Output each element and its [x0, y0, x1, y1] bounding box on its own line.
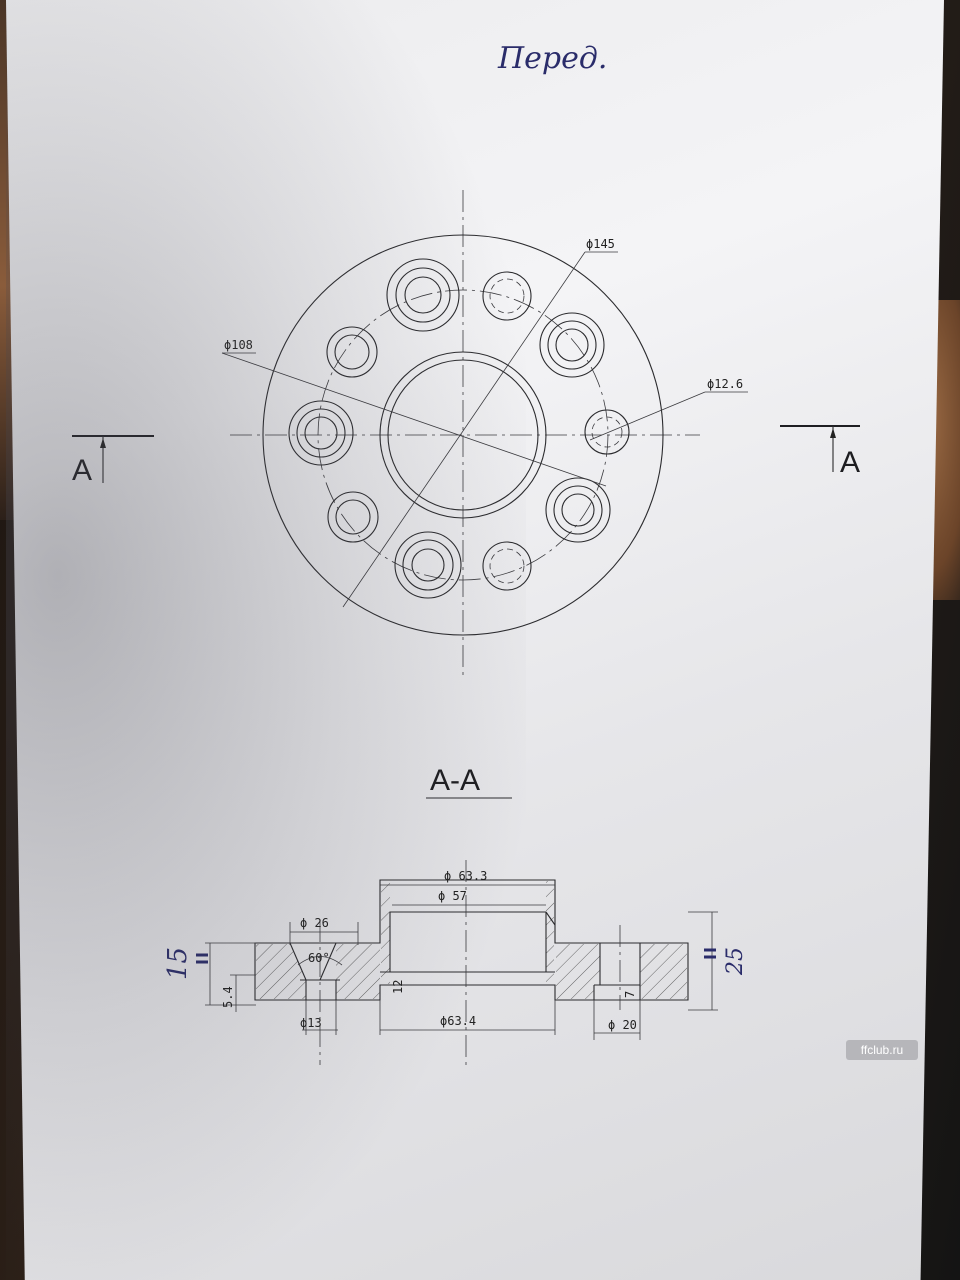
counterbored-hole-2	[539, 312, 605, 378]
leader-bolt-circle	[221, 352, 607, 487]
counterbored-hole-1	[386, 258, 460, 332]
dim-counterbore: ϕ 26	[300, 916, 329, 930]
dim-top-inner: ϕ 57	[438, 889, 467, 903]
leader-hole	[589, 391, 706, 441]
dim-depth-left: 5.4	[221, 986, 235, 1008]
section-marker-right: A	[780, 425, 860, 479]
angle-arc	[297, 956, 343, 966]
handwritten-dim-right: 25	[723, 947, 748, 976]
plain-hole-1	[482, 271, 532, 321]
section-view: ϕ 63.3 ϕ 57 ϕ 26 60° 5.4 ϕ13 12 ϕ63.4 ϕ …	[163, 860, 748, 1070]
outer-circle	[262, 234, 664, 636]
plain-hole-2	[326, 326, 378, 378]
plain-hole-4	[327, 491, 379, 543]
section-letter-right: A	[840, 446, 860, 479]
dim-through-hole: ϕ13	[300, 1016, 322, 1030]
leader-outer	[342, 251, 586, 608]
dim-pocket: ϕ 20	[608, 1018, 637, 1032]
dim-pocket-depth: 7	[623, 991, 637, 998]
center-bore-outer	[379, 351, 547, 519]
center-bore-inner	[387, 359, 539, 511]
paper-sheet	[6, 0, 944, 1280]
counterbored-hole-5	[394, 531, 462, 599]
plain-hole-3	[584, 409, 630, 455]
handwritten-dim-left: 15	[163, 947, 193, 980]
bolt-circle	[317, 289, 609, 581]
handwritten-title: Перед.	[497, 41, 607, 76]
counterbored-hole-4	[545, 477, 611, 543]
dim-hub-height: 12	[391, 980, 405, 994]
plain-hole-5	[482, 541, 532, 591]
dim-hole-diameter: ϕ12.6	[707, 377, 743, 391]
dim-bolt-circle: ϕ108	[224, 338, 253, 352]
dim-angle: 60°	[308, 951, 330, 965]
section-letter-left: A	[72, 454, 92, 487]
section-marker-left: A	[72, 435, 154, 487]
watermark: ffclub.ru	[846, 1040, 918, 1060]
plan-view: ϕ145 ϕ108 ϕ12.6	[221, 190, 748, 680]
dim-outer-diameter: ϕ145	[586, 237, 615, 251]
dim-top-outer: ϕ 63.3	[444, 869, 487, 883]
dim-bottom-bore: ϕ63.4	[440, 1014, 476, 1028]
counterbored-hole-3	[288, 400, 354, 466]
section-title: A-A	[430, 764, 480, 797]
